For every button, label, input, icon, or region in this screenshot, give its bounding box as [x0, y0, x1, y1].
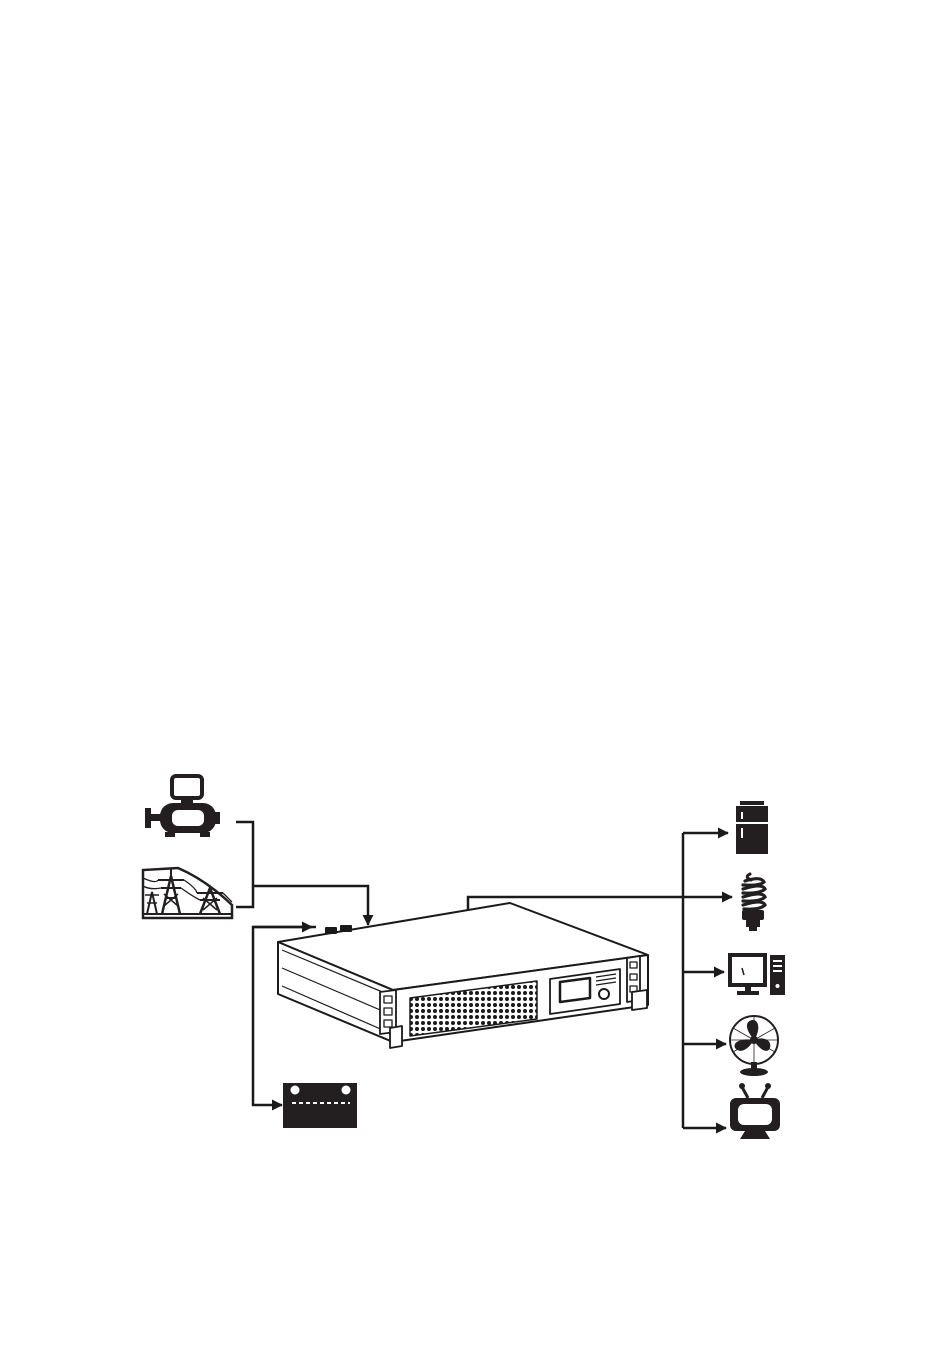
inverter-lcd: [560, 978, 590, 1002]
power-tower-icon: [143, 868, 232, 918]
desktop-computer-icon: [730, 955, 785, 995]
rack-inverter-icon: [278, 903, 648, 1048]
inverter-knob: [599, 989, 609, 999]
generator-icon: [145, 776, 220, 837]
desk-fan-icon: [730, 1016, 778, 1076]
source-bracket-line: [236, 822, 253, 907]
source-to-inverter-line: [253, 886, 368, 925]
cfl-bulb-icon: [742, 874, 765, 931]
tv-icon: [730, 1083, 780, 1139]
battery-icon: [283, 1083, 357, 1128]
refrigerator-icon: [736, 801, 768, 854]
